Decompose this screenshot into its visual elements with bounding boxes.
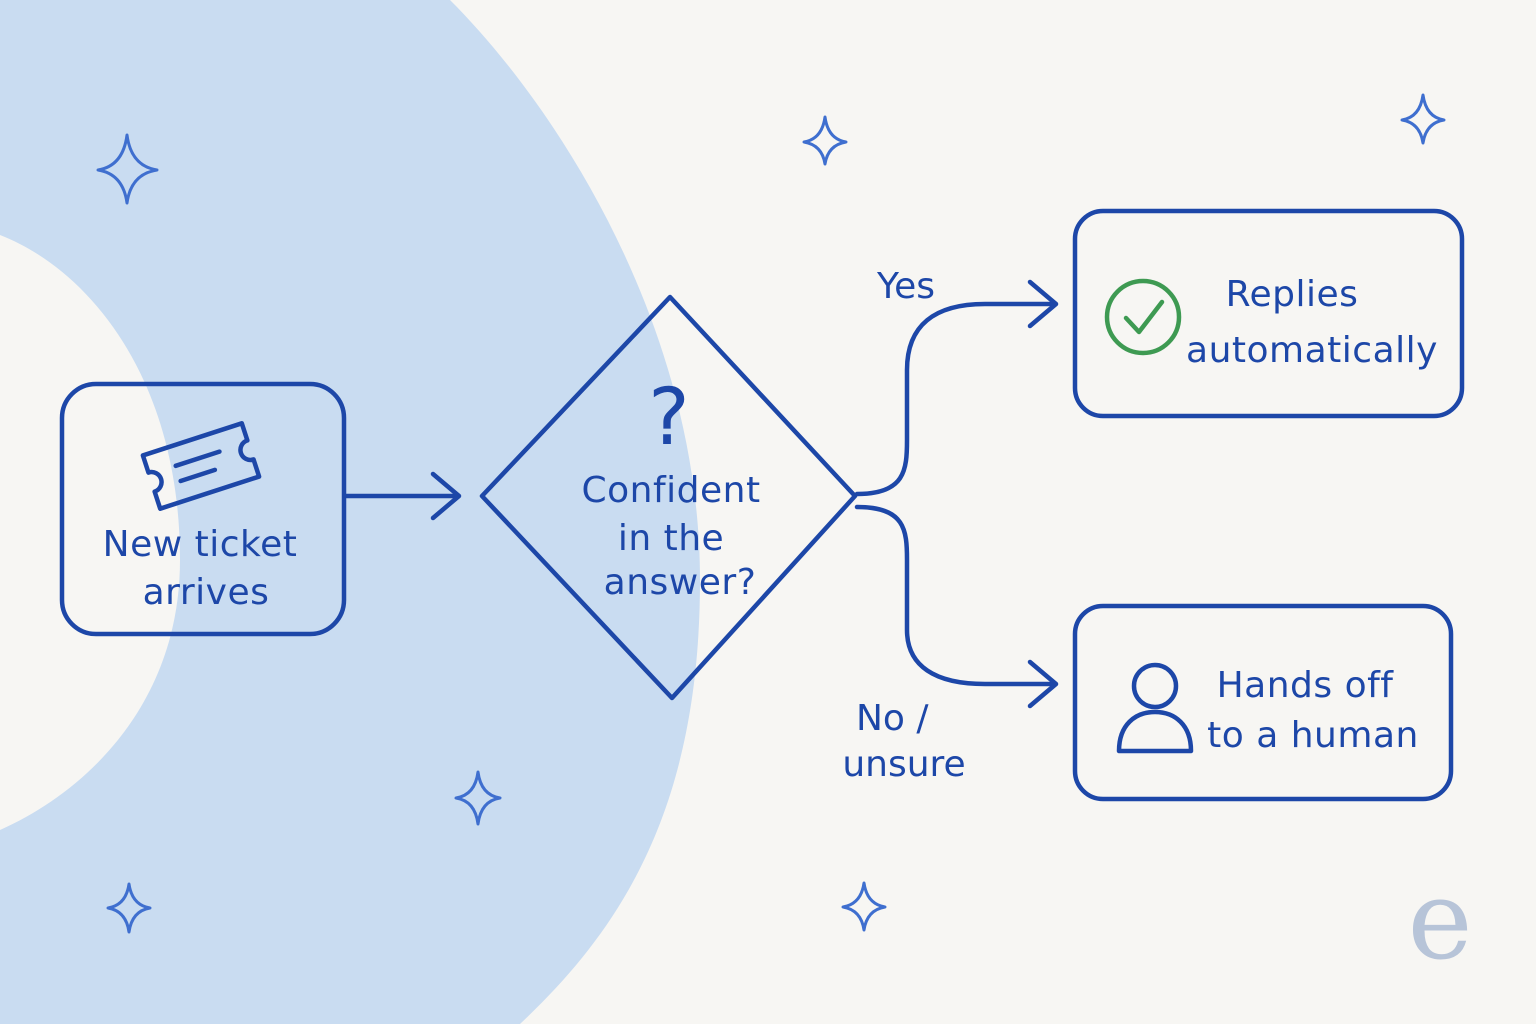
svg-text:Hands off to a human: Hands off to a human [1207,665,1419,756]
check-circle-icon [1104,278,1182,356]
background-arc [0,0,700,1024]
branch-yes: Yes [854,266,1059,497]
branch-no: No / unsure [842,504,1059,785]
connector-no [854,504,1057,687]
svg-text:New ticket arrives: New ticket arrives [103,524,310,613]
node-hands-off: Hands off to a human [1072,603,1454,802]
arrow-to-decision [343,471,462,521]
svg-text:Replies automatically: Replies automatically [1186,274,1438,371]
node-box [59,381,347,637]
watermark-logo: e [1407,856,1472,984]
connector-yes [854,301,1057,497]
svg-text:Confident in the a: Confident in the answer? [581,470,772,603]
arrowhead [1027,659,1059,709]
branch-label-no-line: unsure [842,744,965,785]
sparkle-icon [454,770,502,826]
node-label-line: to a human [1207,715,1419,756]
sparkle-icon [96,133,159,205]
person-icon [1116,662,1194,754]
node-label-line: Replies [1226,274,1359,315]
node-decision: ? Confident in the answer? [479,294,858,701]
svg-text:Yes: Yes [876,266,935,307]
branch-label-no-line: No / [856,698,929,739]
question-mark-icon: ? [648,373,689,463]
node-replies-automatically: Replies automatically [1072,208,1465,419]
node-box [1072,603,1454,802]
node-box [1072,208,1465,419]
sparkles [96,93,1446,934]
sparkle-icon [841,881,887,932]
sparkle-icon [1400,93,1446,145]
node-label-line: answer? [604,562,757,603]
sparkle-icon [802,115,848,166]
node-label-line: Hands off [1217,665,1395,706]
node-label-line: in the [618,518,724,559]
node-new-ticket: New ticket arrives [59,381,347,637]
node-label-line: Confident [581,470,760,511]
branch-label-yes: Yes [876,266,935,307]
sparkle-icon [106,882,152,934]
node-label-line: New ticket [103,524,298,565]
decision-diamond [479,294,858,701]
ticket-icon [140,421,262,511]
arrowhead [1027,279,1059,329]
node-label-line: arrives [143,572,270,613]
node-label-line: automatically [1186,330,1438,371]
svg-text:No / unsure: No / unsure [842,698,965,785]
